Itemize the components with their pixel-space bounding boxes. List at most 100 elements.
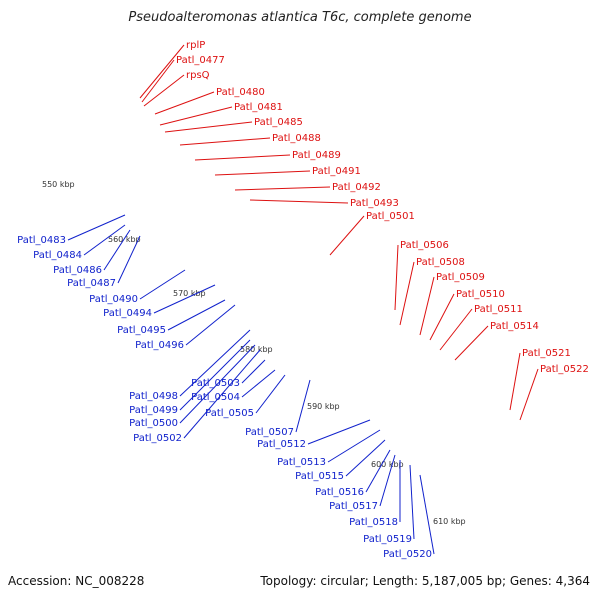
- blue-leader-line: [327, 429, 381, 463]
- red-leader-line: [419, 276, 435, 336]
- blue-gene-label: Patl_0494: [103, 308, 152, 319]
- red-gene-label: Patl_0480: [216, 87, 265, 98]
- blue-leader-line: [295, 379, 311, 433]
- blue-leader-line: [241, 359, 266, 384]
- blue-gene-label: Patl_0484: [33, 250, 82, 261]
- kbp-tick-label: 570 kbp: [173, 289, 206, 298]
- blue-gene-label: Patl_0502: [133, 433, 182, 444]
- red-gene-label: Patl_0508: [416, 257, 465, 268]
- blue-leader-line: [179, 339, 251, 411]
- red-gene-label: Patl_0481: [234, 102, 283, 113]
- kbp-tick-label: 550 kbp: [42, 180, 75, 189]
- red-gene-label: Patl_0492: [332, 182, 381, 193]
- blue-leader-line: [103, 229, 131, 271]
- red-leader-line: [234, 186, 331, 191]
- blue-leader-line: [183, 349, 261, 439]
- red-gene-label: Patl_0491: [312, 166, 361, 177]
- blue-leader-line: [185, 304, 236, 346]
- red-leader-line: [179, 137, 271, 146]
- blue-leader-line: [139, 269, 186, 300]
- blue-gene-label: Patl_0505: [205, 408, 254, 419]
- label-leaders: [67, 44, 539, 555]
- kbp-tick-label: 580 kbp: [240, 345, 273, 354]
- blue-gene-label: Patl_0516: [315, 487, 364, 498]
- red-leader-line: [164, 121, 253, 133]
- red-leader-line: [143, 74, 185, 107]
- blue-gene-label: Patl_0487: [67, 278, 116, 289]
- red-gene-label: Patl_0521: [522, 348, 571, 359]
- blue-gene-label: Patl_0498: [129, 391, 178, 402]
- blue-gene-label: Patl_0518: [349, 517, 398, 528]
- blue-leader-line: [179, 344, 256, 424]
- red-leader-line: [509, 352, 521, 411]
- red-leader-line: [194, 154, 291, 161]
- red-leader-line: [139, 44, 185, 99]
- red-gene-label: Patl_0506: [400, 240, 449, 251]
- red-leader-line: [399, 261, 415, 326]
- blue-gene-label: Patl_0483: [17, 235, 66, 246]
- blue-leader-line: [67, 214, 126, 241]
- blue-gene-label: Patl_0520: [383, 549, 432, 560]
- blue-gene-label: Patl_0513: [277, 457, 326, 468]
- blue-leader-line: [379, 454, 396, 507]
- red-leader-line: [439, 308, 473, 351]
- red-gene-label: Patl_0477: [176, 55, 225, 66]
- red-gene-label: Patl_0511: [474, 304, 523, 315]
- blue-leader-line: [241, 369, 276, 398]
- red-leader-line: [141, 59, 175, 103]
- blue-gene-label: Patl_0519: [363, 534, 412, 545]
- red-gene-label: Patl_0501: [366, 211, 415, 222]
- red-leader-line: [329, 215, 365, 256]
- red-gene-label: Patl_0488: [272, 133, 321, 144]
- gene-labels: rplP Patl_0477 rpsQ Patl_0480Patl_0481Patl_…: [17, 40, 589, 560]
- blue-leader-line: [167, 299, 226, 331]
- blue-leader-line: [345, 439, 386, 477]
- red-leader-line: [249, 199, 349, 204]
- red-gene-label: Patl_0514: [490, 321, 539, 332]
- red-gene-label: Patl_0510: [456, 289, 505, 300]
- red-leader-line: [159, 106, 233, 126]
- genome-info-text: Topology: circular; Length: 5,187,005 bp…: [260, 574, 590, 588]
- red-leader-line: [214, 170, 311, 176]
- blue-gene-label: Patl_0496: [135, 340, 184, 351]
- red-leader-line: [154, 91, 215, 115]
- red-gene-label: rplP: [186, 40, 205, 51]
- blue-gene-label: Patl_0504: [191, 392, 240, 403]
- blue-leader-line: [255, 374, 286, 414]
- blue-leader-line: [179, 329, 251, 397]
- blue-leader-line: [419, 474, 435, 555]
- blue-gene-label: Patl_0500: [129, 418, 178, 429]
- red-gene-label: rpsQ: [186, 70, 210, 81]
- blue-leader-line: [409, 464, 415, 540]
- blue-gene-label: Patl_0495: [117, 325, 166, 336]
- red-leader-line: [394, 244, 399, 311]
- blue-leader-line: [83, 224, 126, 256]
- blue-leader-line: [365, 449, 391, 493]
- red-leader-line: [454, 325, 489, 361]
- kbp-tick-label: 590 kbp: [307, 402, 340, 411]
- blue-gene-label: Patl_0517: [329, 501, 378, 512]
- blue-gene-label: Patl_0507: [245, 427, 294, 438]
- blue-leader-line: [117, 235, 141, 284]
- red-gene-label: Patl_0509: [436, 272, 485, 283]
- kbp-tick-label: 610 kbp: [433, 517, 466, 526]
- red-gene-label: Patl_0485: [254, 117, 303, 128]
- accession-text: Accession: NC_008228: [8, 574, 145, 588]
- red-gene-label: Patl_0493: [350, 198, 399, 209]
- blue-leader-line: [153, 284, 216, 314]
- blue-gene-label: Patl_0515: [295, 471, 344, 482]
- map-title: Pseudoalteromonas atlantica T6c, complet…: [128, 10, 472, 25]
- blue-gene-label: Patl_0486: [53, 265, 102, 276]
- red-leader-line: [429, 293, 455, 341]
- blue-gene-label: Patl_0499: [129, 405, 178, 416]
- blue-gene-label: Patl_0503: [191, 378, 240, 389]
- blue-leader-line: [307, 419, 371, 445]
- kbp-tick-label: 600 kbp: [371, 460, 404, 469]
- blue-gene-label: Patl_0490: [89, 294, 138, 305]
- blue-gene-label: Patl_0512: [257, 439, 306, 450]
- red-gene-label: Patl_0489: [292, 150, 341, 161]
- red-leader-line: [519, 368, 539, 421]
- red-gene-label: Patl_0522: [540, 364, 589, 375]
